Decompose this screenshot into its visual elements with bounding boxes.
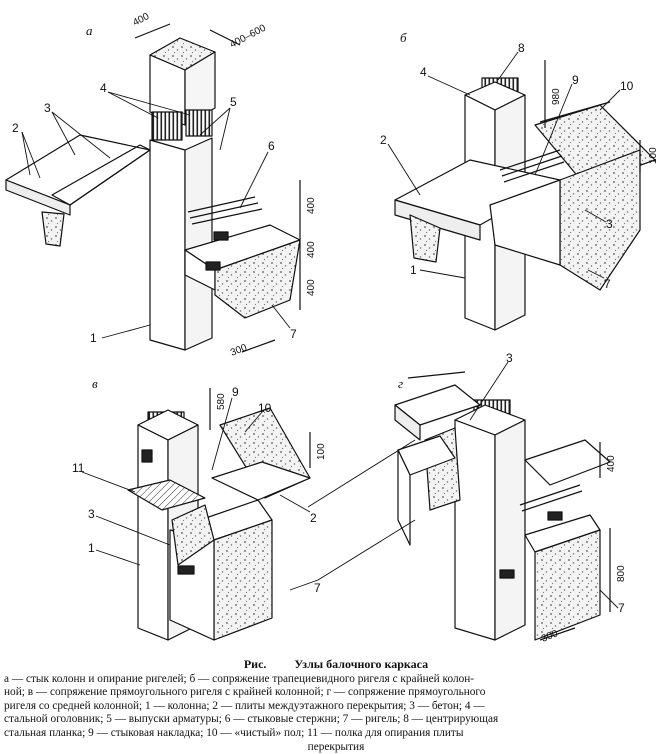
panel-label-a: а bbox=[86, 23, 93, 38]
callout-v-7: 7 bbox=[314, 581, 321, 595]
callout-b-9: 9 bbox=[572, 73, 579, 87]
panel-v-drawing bbox=[127, 388, 311, 641]
callout-a-4: 4 bbox=[100, 81, 107, 95]
callout-b-7: 7 bbox=[604, 277, 611, 291]
dim-v-0: 580 bbox=[216, 393, 227, 410]
dim-g-1: 800 bbox=[616, 565, 627, 582]
callout-b-2: 2 bbox=[380, 133, 387, 147]
dim-b-1: 100 bbox=[648, 147, 659, 164]
caption-line: ной; в — сопряжение прямоугольного ригел… bbox=[4, 686, 486, 699]
panel-label-b: б bbox=[400, 30, 407, 45]
caption-body: а — стык колонн и опирание ригелей; б — … bbox=[4, 673, 668, 754]
dim-a-4: 400 bbox=[306, 279, 317, 296]
callout-v-2: 2 bbox=[310, 511, 317, 525]
leader-lines bbox=[21, 51, 621, 609]
callout-g-3: 3 bbox=[506, 351, 513, 365]
dim-a-1: 400–600 bbox=[228, 22, 268, 50]
panel-b-drawing bbox=[394, 60, 656, 331]
caption-line: а — стык колонн и опирание ригелей; б — … bbox=[4, 672, 475, 685]
callout-a-7: 7 bbox=[290, 327, 297, 341]
callout-b-4: 4 bbox=[420, 65, 427, 79]
callout-b-1: 1 bbox=[410, 263, 417, 277]
caption-line: ригеля со средней колонной; 1 — колонна;… bbox=[4, 699, 485, 712]
callout-a-2: 2 bbox=[12, 121, 19, 135]
callout-b-3: 3 bbox=[606, 217, 613, 231]
panel-a-drawing bbox=[5, 23, 301, 353]
caption-prefix: Рис. bbox=[243, 657, 267, 671]
dim-g-0: 400 bbox=[606, 455, 617, 472]
dim-a-0: 400 bbox=[131, 11, 151, 29]
caption-title: Рис. Узлы балочного каркаса bbox=[4, 657, 668, 672]
panel-label-v: в bbox=[92, 376, 98, 391]
callout-g-7: 7 bbox=[618, 601, 625, 615]
callout-a-5: 5 bbox=[230, 95, 237, 109]
callout-b-8: 8 bbox=[518, 41, 525, 55]
callout-a-3: 3 bbox=[44, 101, 51, 115]
callout-v-10: 10 bbox=[258, 401, 272, 415]
dim-v-1: 100 bbox=[316, 443, 327, 460]
dim-a-3: 400 bbox=[306, 241, 317, 258]
panel-g-drawing bbox=[394, 371, 611, 641]
caption-line: перекрытия bbox=[307, 740, 365, 753]
caption-line: стальной оголовник; 5 — выпуски арматуры… bbox=[4, 713, 499, 726]
dim-a-5: 300 bbox=[229, 342, 249, 359]
figure-caption: Рис. Узлы балочного каркаса а — стык коло… bbox=[4, 657, 668, 752]
panel-label-g: г bbox=[398, 376, 403, 391]
callout-a-6: 6 bbox=[268, 139, 275, 153]
caption-title-text: Узлы балочного каркаса bbox=[294, 657, 429, 671]
callout-b-10: 10 bbox=[620, 79, 634, 93]
callout-v-3: 3 bbox=[88, 507, 95, 521]
callout-v-11: 11 bbox=[72, 461, 85, 475]
dim-a-2: 400 bbox=[306, 197, 317, 214]
beam-frame-joints-drawing: а б в г 400 400–600 400 400 400 300 980 … bbox=[5, 11, 659, 645]
callout-a-1: 1 bbox=[90, 331, 97, 345]
callout-v-1: 1 bbox=[88, 541, 95, 555]
caption-line: стальная планка; 9 — стыковая накладка; … bbox=[4, 726, 464, 739]
callout-v-9: 9 bbox=[232, 385, 239, 399]
dim-b-0: 980 bbox=[551, 88, 562, 105]
